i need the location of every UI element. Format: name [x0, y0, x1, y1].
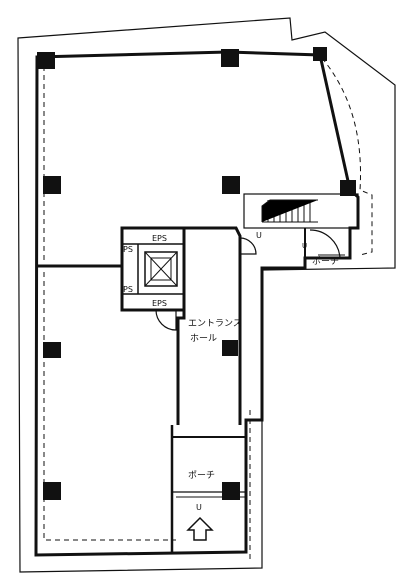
core-door-swing [155, 309, 177, 331]
eps-bottom-label: EPS [152, 299, 167, 308]
eps-top-label: EPS [152, 234, 167, 243]
column [37, 52, 55, 69]
column [43, 176, 61, 194]
column [221, 49, 239, 67]
column [313, 47, 327, 61]
right-porch-door-swing [309, 229, 341, 259]
ps-top-label: PS [123, 245, 133, 254]
stair-treads [261, 199, 318, 223]
entrance-hall-wall [184, 226, 242, 425]
up-arrow-icon [186, 516, 214, 541]
column [222, 176, 240, 194]
u-stair-label: U [256, 231, 262, 240]
building-outer-wall [34, 50, 360, 557]
core-block [120, 226, 186, 312]
u-ramp-label: U [302, 242, 307, 250]
column [222, 340, 238, 356]
stair-block [243, 193, 359, 229]
site-boundary [17, 17, 396, 573]
column [43, 482, 61, 500]
elevator-cross-icon [144, 251, 178, 287]
entrance-hall-label: エントランス [188, 318, 242, 329]
hall-door-swing [239, 237, 257, 255]
right-dashed-curve [321, 57, 373, 256]
ps-bottom-label: PS [123, 285, 133, 294]
column [43, 342, 61, 358]
porch-right-label: ポーチ [312, 256, 339, 267]
column [222, 482, 240, 500]
column [340, 180, 356, 196]
porch-bottom-label: ポーチ [188, 470, 215, 481]
corridor-left-wall [176, 310, 186, 425]
entrance-hall-label-2: ホール [190, 333, 217, 344]
u-bottom-label: U [196, 503, 202, 512]
